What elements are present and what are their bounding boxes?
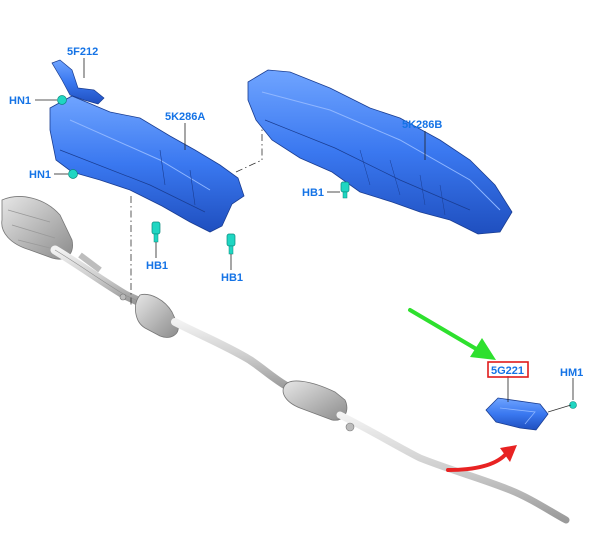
fasteners — [57, 95, 577, 413]
label-5g221: 5G221 — [491, 365, 524, 377]
heat-shield-5g221 — [485, 397, 549, 431]
heat-shield-5k286b — [247, 69, 513, 235]
fastener-hm1 — [547, 401, 577, 413]
label-hb1-a: HB1 — [146, 260, 168, 272]
fastener-hb1-a — [151, 221, 161, 243]
fastener-hn1-mid — [68, 169, 78, 179]
leader-lines — [35, 58, 574, 402]
alignment-lines — [130, 76, 263, 305]
label-hn1-top: HN1 — [9, 95, 31, 107]
bracket-5f212 — [51, 59, 105, 105]
label-hn1-mid: HN1 — [29, 169, 51, 181]
fastener-hb1-c — [340, 181, 350, 199]
fastener-hb1-b — [226, 233, 236, 255]
label-5f212: 5F212 — [67, 46, 98, 58]
callout-labels: 5F212 HN1 HN1 5K286A HB1 HB1 5K286B HB1 … — [9, 46, 583, 379]
green-arrow-icon — [408, 308, 496, 360]
fastener-hn1-top — [57, 95, 67, 105]
highlight-box-5g221 — [487, 361, 529, 378]
heat-shield-5k286a — [49, 95, 245, 233]
label-5k286b: 5K286B — [402, 119, 442, 131]
label-hb1-b: HB1 — [221, 272, 243, 284]
label-hm1: HM1 — [560, 367, 583, 379]
label-hb1-c: HB1 — [302, 187, 324, 199]
label-5k286a: 5K286A — [165, 111, 205, 123]
red-curved-arrow-icon — [446, 445, 517, 472]
